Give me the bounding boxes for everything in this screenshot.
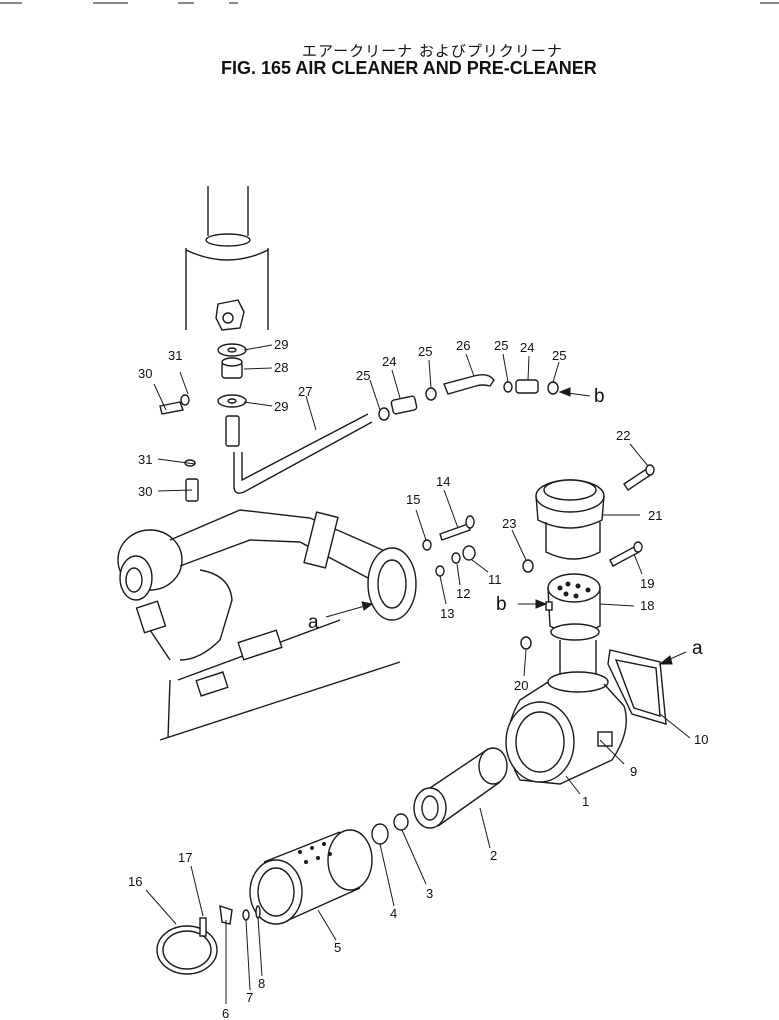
callout-16: 16 [128,874,142,889]
ref-letter-b-top: b [594,386,605,407]
callout-7: 7 [246,990,253,1005]
callout-30-bottom: 30 [138,484,152,499]
callout-23: 23 [502,516,516,531]
ref-letter-b-mid: b [496,594,507,615]
callout-31-bottom: 31 [138,452,152,467]
figure-title: FIG. 165 AIR CLEANER AND PRE-CLEANER [221,58,597,78]
callout-14: 14 [436,474,450,489]
callout-17: 17 [178,850,192,865]
ref-letter-a-right: a [692,638,703,659]
callout-6: 6 [222,1006,229,1020]
reference-letters: a a b b [308,386,703,659]
pre-cleaner-cap [522,464,655,573]
callout-2: 2 [490,848,497,863]
callout-24-right: 24 [520,340,534,355]
figure-title-japanese: エアークリーナ およびプリクリーナ [302,42,563,60]
callout-labels: 1 2 3 4 5 6 7 8 9 10 11 12 13 14 15 16 1… [128,337,708,1020]
callout-29-top: 29 [274,337,288,352]
callout-25-b: 25 [418,344,432,359]
callout-8: 8 [258,976,265,991]
callout-5: 5 [334,940,341,955]
callout-18: 18 [640,598,654,613]
callout-31-top: 31 [168,348,182,363]
callout-25-d: 25 [552,348,566,363]
callout-10: 10 [694,732,708,747]
callout-9: 9 [630,764,637,779]
callout-19: 19 [640,576,654,591]
callout-25-c: 25 [494,338,508,353]
callout-11: 11 [488,572,502,587]
callout-28: 28 [274,360,288,375]
reference-arrows [325,387,687,665]
callout-27: 27 [298,384,312,399]
callout-3: 3 [426,886,433,901]
callout-29-bottom: 29 [274,399,288,414]
ref-letter-a-left: a [308,612,319,633]
callout-30-top: 30 [138,366,152,381]
callout-12: 12 [456,586,470,601]
callout-20: 20 [514,678,528,693]
callout-22: 22 [616,428,630,443]
band-clamp [156,904,261,975]
callout-26: 26 [456,338,470,353]
inner-filter-element [371,747,508,845]
callout-24-left: 24 [382,354,396,369]
mounting-hardware [422,515,476,577]
callout-15: 15 [406,492,420,507]
pipe-27 [233,413,373,494]
breather-fittings [159,343,247,502]
callout-4: 4 [390,906,397,921]
callout-1: 1 [582,794,589,809]
callout-21: 21 [648,508,662,523]
outer-filter-element [249,829,373,925]
leader-lines [145,344,691,1004]
callout-25-a: 25 [356,368,370,383]
air-cleaner-body [505,640,667,785]
intake-manifold [117,509,417,741]
pre-cleaner-body [520,541,643,650]
exhaust-stack [185,186,269,331]
hose-line [378,373,591,421]
callout-13: 13 [440,606,454,621]
